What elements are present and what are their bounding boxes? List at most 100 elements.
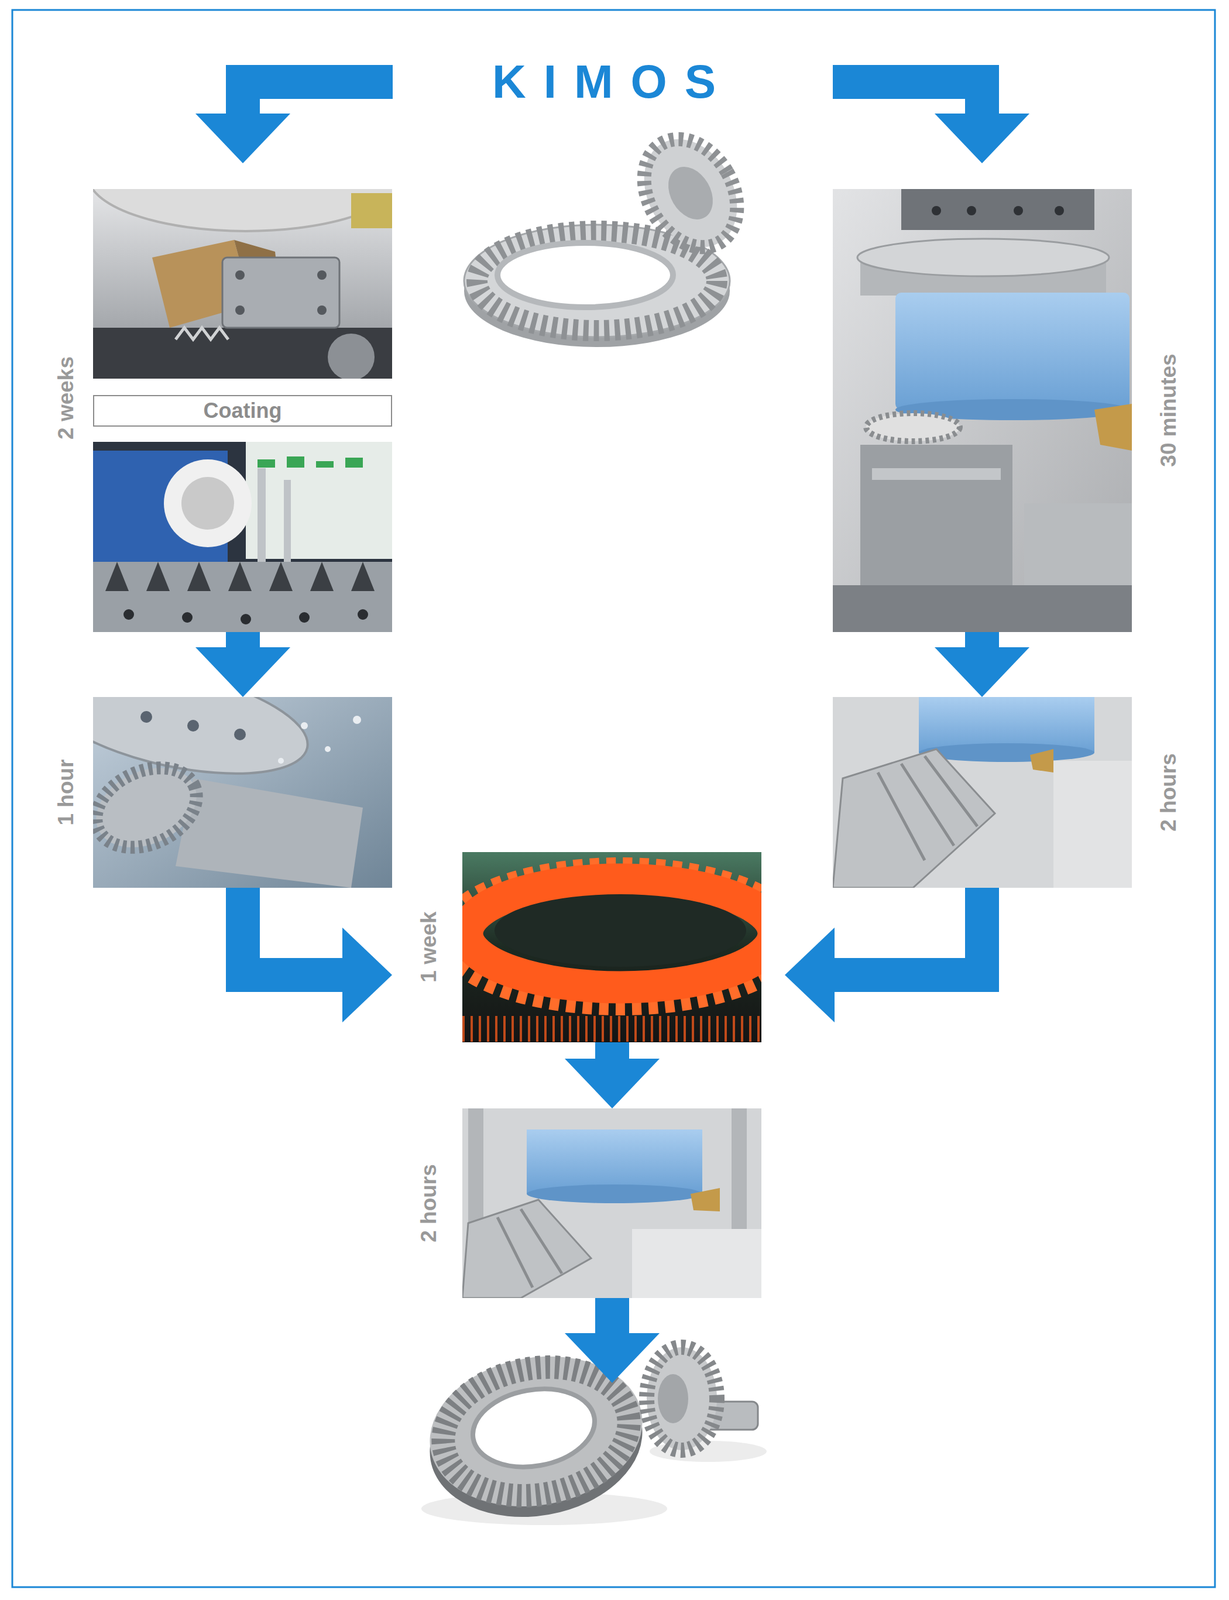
measuring-photo-part (299, 612, 310, 623)
arrow-shaft (833, 887, 983, 976)
measuring-photo-part (123, 609, 135, 620)
final-arrow-part (595, 1298, 630, 1335)
arrow-shaft (965, 632, 1000, 649)
measuring-photo-part (245, 441, 393, 559)
arrow-head (784, 927, 835, 1023)
grinding-photo-part (1053, 760, 1132, 888)
tool-photo-part (317, 270, 327, 280)
finished-gears-illustration (417, 1340, 767, 1534)
arrow-shaft (832, 81, 983, 115)
arrow-head (564, 1058, 660, 1109)
grinding-photo-part (1030, 749, 1054, 773)
cutting-photo-part (324, 746, 331, 753)
cutting-photo (93, 697, 393, 888)
grinding-machine-photo-part (895, 292, 1130, 410)
measuring-photo-part (310, 561, 334, 592)
cutting-photo-part (187, 719, 199, 732)
grinding-machine-photo-part (931, 206, 942, 216)
flow-arrow (195, 632, 291, 698)
heat-treatment-photo (462, 852, 762, 1043)
measuring-photo-part (257, 468, 266, 568)
tool-photo-part (235, 270, 245, 280)
arrow-head (934, 647, 1030, 698)
tool-photo-part (317, 305, 327, 315)
measuring-photo-part (146, 561, 170, 592)
grinding-machine-photo-part (966, 206, 977, 216)
measuring-photo-part (269, 561, 293, 592)
hard-grinding-photo-part (462, 1108, 762, 1299)
grinding-machine-photo-part (1094, 403, 1132, 451)
grinding-machine-photo-part (1024, 503, 1132, 586)
cutting-photo-part (93, 752, 210, 863)
grinding-machine-photo-part (860, 444, 1013, 586)
hard-grinding-photo-part (526, 1184, 703, 1204)
tool-photo-part (93, 189, 393, 232)
grinding-machine-photo-part (832, 585, 1132, 633)
arrow-shaft (242, 81, 393, 115)
tool-photo-part (351, 193, 393, 229)
hard-grinding-photo-part (632, 1229, 762, 1299)
grinding-photo-part (832, 697, 1132, 888)
process-step: 2 hours (409, 1108, 762, 1299)
logo-box: KIMOS (392, 58, 833, 106)
hard-grinding-photo-part (462, 1199, 592, 1299)
page-frame-part (12, 9, 1215, 1588)
arrow-head (195, 647, 291, 698)
tool-photo-part (327, 333, 375, 379)
measuring-photo-part (357, 609, 369, 620)
measuring-photo-part (283, 479, 291, 568)
gear-pair-illustration-part (659, 158, 723, 228)
hard-grinding-photo-part (690, 1188, 720, 1212)
measuring-photo-part (93, 441, 393, 633)
process-step: 30 minutes (832, 189, 1189, 633)
grinding-photo-part (832, 749, 995, 888)
process-step: 2 weeks Coating (52, 189, 393, 633)
coating-box: Coating (93, 395, 393, 427)
measuring-photo-part (345, 457, 363, 468)
arrow-shaft (225, 632, 260, 649)
grinding-machine-photo-part (872, 468, 1001, 480)
cutting-photo-part (140, 711, 153, 723)
finished-gears-illustration-part (657, 1374, 689, 1424)
grinding-machine-photo-part (1054, 206, 1064, 216)
measuring-photo-part (228, 561, 252, 592)
duration-label: 2 hours (416, 1164, 442, 1243)
heat-treatment-photo-part (494, 894, 747, 967)
cutting-photo-part (300, 722, 308, 730)
process-step: 1 week (409, 852, 762, 1043)
hard-grinding-photo-part (526, 1129, 703, 1194)
heat-treatment-photo-part (462, 1015, 762, 1042)
measuring-photo-part (105, 561, 129, 592)
heat-treatment-photo-part (467, 879, 762, 988)
arrow-head (195, 113, 291, 164)
cutting-photo-part (277, 757, 284, 764)
cutting-photo-part (234, 728, 246, 741)
tool-photo-part (222, 257, 340, 328)
measuring-photo (93, 441, 393, 633)
measuring-photo-part (182, 612, 193, 623)
final-arrow (564, 1298, 660, 1383)
grinding-photo (832, 697, 1132, 888)
final-arrow-part (564, 1333, 660, 1383)
duration-label: 2 hours (1155, 753, 1182, 832)
cutting-photo-part (352, 715, 362, 724)
gear-pair-illustration (464, 122, 756, 348)
tool-photo-part (235, 305, 245, 315)
measuring-photo-part (163, 459, 252, 548)
measuring-photo-part (187, 561, 211, 592)
arrow-shaft (242, 887, 344, 976)
flow-arrow (832, 81, 1030, 164)
measuring-photo-part (240, 613, 252, 625)
grinding-machine-photo-part (832, 189, 1132, 633)
measuring-photo-part (286, 456, 305, 468)
grinding-photo-part (877, 756, 978, 861)
duration-label: 2 weeks (53, 356, 80, 440)
process-step: 1 hour (52, 697, 393, 888)
measuring-photo-part (181, 476, 235, 530)
process-step: 2 hours (832, 697, 1189, 888)
measuring-photo-part (351, 561, 375, 592)
flow-arrow (195, 81, 393, 164)
measuring-photo-part (316, 461, 334, 468)
page-frame (12, 9, 1215, 1588)
